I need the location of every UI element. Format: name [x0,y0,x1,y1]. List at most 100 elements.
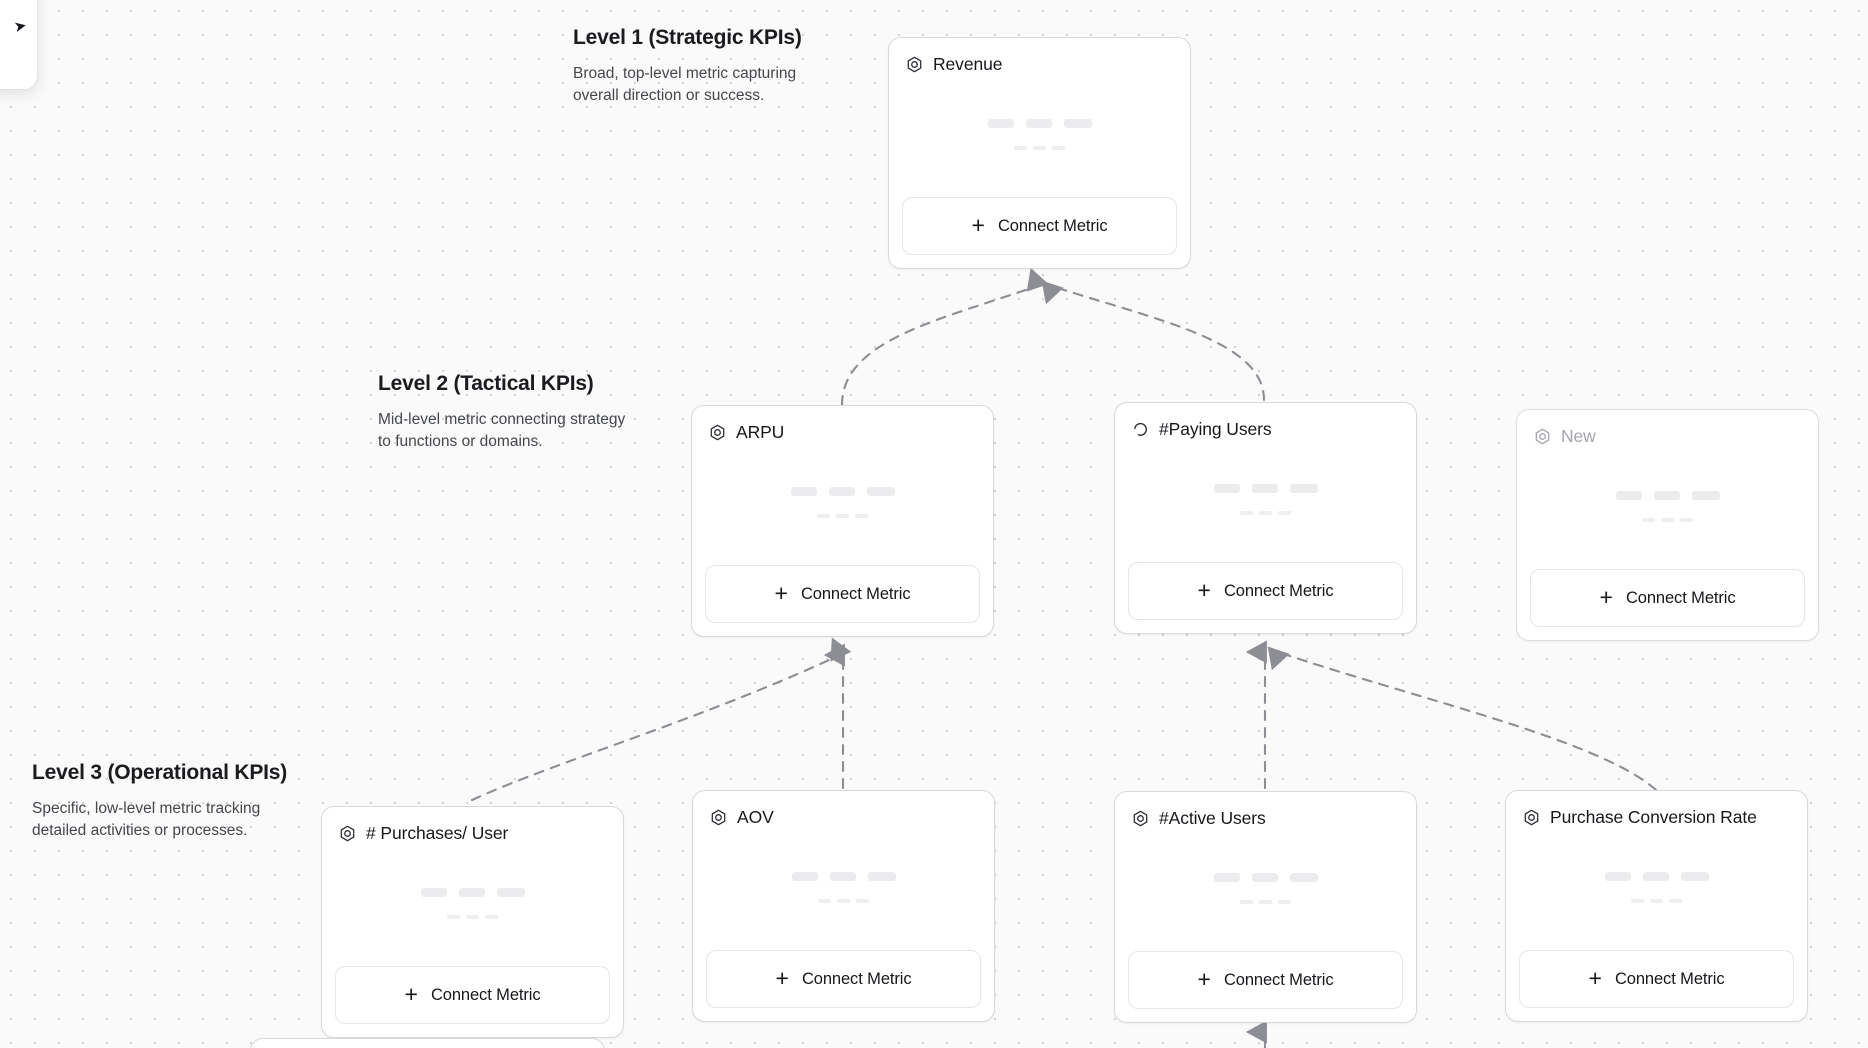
level-3-title: Level 3 (Operational KPIs) [32,761,288,784]
connect-metric-button[interactable]: + Connect Metric [705,565,980,623]
skeleton-bar [1604,871,1631,881]
edge-arpu-to-revenue [840,267,1049,407]
skeleton-row-primary [1213,483,1318,493]
skeleton-bar [1213,483,1240,493]
plus-icon: + [1197,576,1211,603]
connect-metric-button[interactable]: + Connect Metric [1128,951,1403,1009]
metric-card-aov[interactable]: AOV + Connect Metric [692,790,995,1022]
connect-metric-button[interactable]: + Connect Metric [1519,950,1794,1008]
card-skeleton-body [902,75,1177,197]
connect-metric-button[interactable]: + Connect Metric [1530,569,1805,627]
connect-metric-label: Connect Metric [1223,581,1334,600]
skeleton-bar [485,914,498,919]
skeleton-bar [1278,899,1291,904]
skeleton-bar [856,898,869,903]
skeleton-bar [1278,510,1291,515]
connect-metric-label: Connect Metric [430,985,541,1004]
card-header: # Purchases/ User [335,820,610,844]
plus-icon: + [774,579,788,606]
plus-icon: + [971,211,985,238]
card-title: ARPU [736,422,785,442]
skeleton-row-primary [420,887,525,897]
skeleton-bar [1251,483,1278,493]
level-1-title: Level 1 (Strategic KPIs) [573,26,802,49]
skeleton-bar [855,513,868,518]
hexagon-target-icon [710,809,727,826]
skeleton-bar [1631,898,1644,903]
level-3-description: Specific, low-level metric tracking deta… [32,800,261,839]
skeleton-row-secondary [1240,510,1291,515]
metric-card-paying-users[interactable]: #Paying Users + Connect Metric [1114,402,1417,634]
skeleton-row-primary [1213,872,1318,882]
cursor-icon[interactable]: ➤ [12,16,29,37]
skeleton-bar [1642,517,1655,522]
skeleton-bar [1289,872,1318,882]
connect-metric-button[interactable]: + Connect Metric [902,197,1177,255]
floating-toolbar-panel[interactable]: ➤ [0,0,38,90]
connect-metric-button[interactable]: + Connect Metric [706,950,981,1008]
hexagon-target-icon [1132,810,1149,827]
skeleton-bar [1063,118,1092,128]
skeleton-bar [466,914,479,919]
card-header: AOV [706,804,981,828]
edge-paying-users-to-revenue [1041,280,1266,402]
hexagon-target-icon [906,56,923,73]
metric-card-active-users[interactable]: #Active Users + Connect Metric [1114,791,1417,1023]
card-title: # Purchases/ User [366,823,509,843]
card-title: #Active Users [1159,808,1266,828]
connect-metric-button[interactable]: + Connect Metric [1128,562,1403,620]
plus-icon: + [1197,965,1211,992]
skeleton-bar [1014,145,1027,150]
skeleton-bar [836,513,849,518]
metric-card-arpu[interactable]: ARPU + Connect Metric [691,405,994,637]
skeleton-bar [1052,145,1065,150]
skeleton-row-primary [987,118,1092,128]
metric-card-partial-bottom[interactable] [250,1038,605,1048]
card-title: New [1561,426,1596,446]
connect-metric-label: Connect Metric [1223,970,1334,989]
metric-card-revenue[interactable]: Revenue + Connect Metric [888,37,1191,269]
skeleton-bar [496,887,525,897]
metric-card-new[interactable]: New + Connect Metric [1516,409,1819,641]
skeleton-bar [458,887,485,897]
plus-icon: + [1599,583,1613,610]
skeleton-bar [1642,871,1669,881]
skeleton-bar [1033,145,1046,150]
edge-purchases-to-arpu [470,637,852,802]
connect-metric-button[interactable]: + Connect Metric [335,966,610,1024]
level-2-description: Mid-level metric connecting strategy to … [378,411,626,450]
skeleton-bar [1615,490,1642,500]
metric-card-purchase-conversion-rate[interactable]: Purchase Conversion Rate + Connect Metri… [1505,790,1808,1022]
card-skeleton-body [1530,447,1805,569]
card-skeleton-body [705,443,980,565]
skeleton-row-primary [1604,871,1709,881]
skeleton-bar [1661,517,1674,522]
level-2-label-group: Level 2 (Tactical KPIs) Mid-level metric… [378,372,628,453]
skeleton-bar [1653,490,1680,500]
plus-icon: + [404,980,418,1007]
skeleton-bar [818,898,831,903]
hexagon-target-icon [1534,428,1551,445]
card-title: AOV [737,807,774,827]
skeleton-bar [791,871,818,881]
skeleton-bar [1259,510,1272,515]
skeleton-bar [1680,517,1693,522]
card-header: #Paying Users [1128,416,1403,440]
level-2-title: Level 2 (Tactical KPIs) [378,372,594,395]
skeleton-bar [1251,872,1278,882]
edge-conversion-to-paying-users [1267,646,1658,792]
card-skeleton-body [1128,829,1403,951]
card-title: #Paying Users [1159,419,1272,439]
connect-metric-label: Connect Metric [997,216,1108,235]
plus-icon: + [1588,964,1602,991]
skeleton-bar [828,486,855,496]
metric-card-purchases-per-user[interactable]: # Purchases/ User + Connect Metric [321,806,624,1038]
hexagon-target-icon [709,424,726,441]
card-skeleton-body [706,828,981,950]
skeleton-bar [1240,899,1253,904]
skeleton-bar [817,513,830,518]
connect-metric-label: Connect Metric [1625,588,1736,607]
skeleton-row-secondary [447,914,498,919]
skeleton-row-secondary [1631,898,1682,903]
